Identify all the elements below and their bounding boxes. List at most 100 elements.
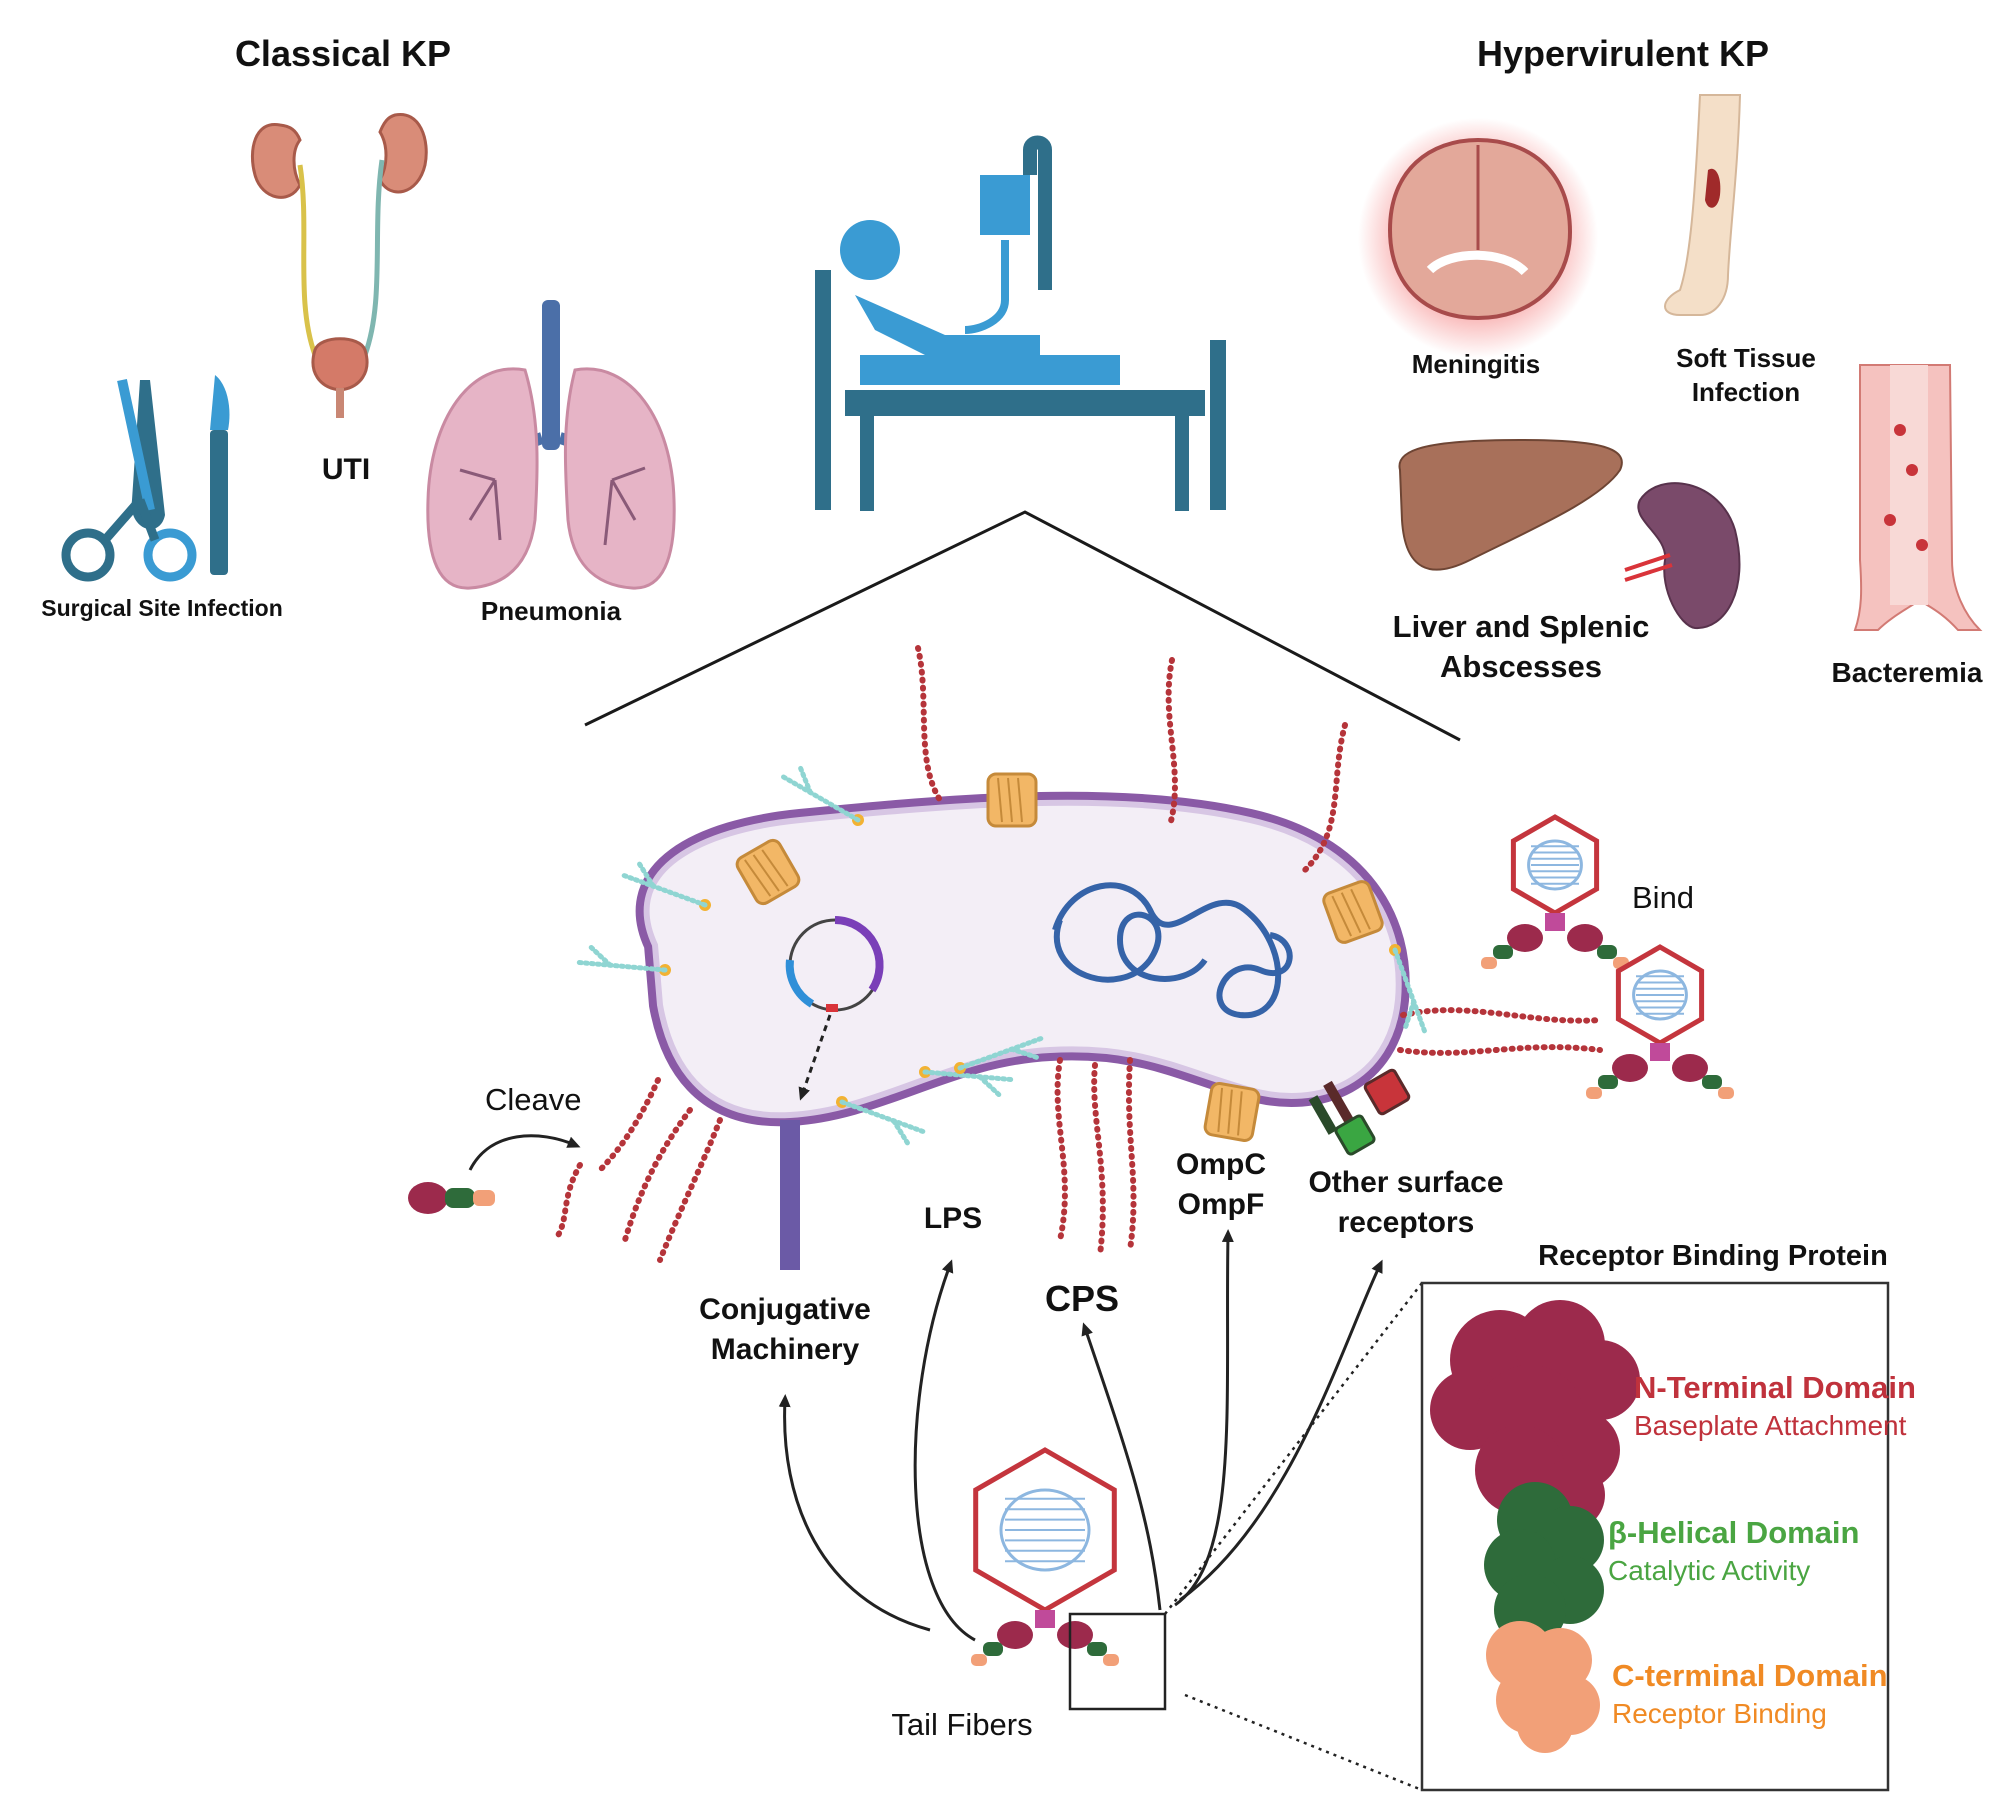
lps-molecule	[954, 1034, 1048, 1074]
lps-branch	[586, 942, 613, 968]
lps-molecule	[1389, 944, 1429, 1038]
bound-phage-2	[1586, 944, 1734, 1099]
zoom-dotted-line-bottom	[1184, 1693, 1423, 1792]
c-terminal-blob	[1517, 1697, 1573, 1753]
tail-fiber-n	[997, 1621, 1033, 1649]
phage-genome	[1527, 839, 1583, 891]
lps-chain	[777, 772, 861, 823]
capsule-chain	[1054, 1057, 1068, 1243]
cleave-label: Cleave	[485, 1082, 582, 1117]
lps-chain	[1392, 947, 1429, 1038]
tail-fiber-c	[1586, 1087, 1602, 1099]
capsule-chain	[1397, 1044, 1603, 1056]
omp-label: OmpC OmpF	[1176, 1148, 1266, 1221]
tail-fiber-c	[1481, 957, 1497, 969]
spleen-icon	[1624, 482, 1741, 630]
tail-fiber-c	[1103, 1654, 1119, 1666]
classical-kp-heading: Classical KP	[234, 33, 452, 74]
kidneys-urinary-tract-icon	[251, 113, 428, 418]
lps-chain	[617, 871, 708, 908]
lps-chain	[839, 1099, 930, 1136]
tail-fiber-n	[1672, 1054, 1708, 1082]
cleaved-rbp-icon	[408, 1182, 495, 1214]
lungs-icon	[426, 300, 676, 590]
surgical-site-label: Surgical Site Infection	[41, 595, 283, 621]
other-surface-receptor-icon	[1308, 1068, 1411, 1156]
leg-soft-tissue-icon	[1664, 94, 1742, 316]
tail-fiber-n	[1057, 1621, 1093, 1649]
zoom-lines	[584, 510, 1461, 742]
bind-label: Bind	[1632, 880, 1695, 915]
pneumonia-label: Pneumonia	[480, 596, 622, 626]
tail-fiber-beta	[1087, 1642, 1107, 1656]
receptor-binding-protein-structure	[1430, 1300, 1640, 1753]
rbp-heading: Receptor Binding Protein	[1538, 1240, 1888, 1272]
tail-fiber-n	[1612, 1054, 1648, 1082]
capsule-chain	[915, 645, 943, 803]
porin-strand	[1227, 1089, 1233, 1134]
porin-icon	[1322, 880, 1384, 944]
tail-fiber-c	[1718, 1087, 1734, 1099]
soft-tissue-label: Soft Tissue Infection	[1676, 343, 1816, 407]
phage-tail	[1650, 1043, 1670, 1061]
tail-fiber-beta	[983, 1642, 1003, 1656]
receptor-arrows	[778, 1229, 1383, 1642]
surgical-tools-icon	[61, 375, 230, 582]
domain-title: N-Terminal Domain	[1634, 1370, 1916, 1405]
porin-strand	[1237, 1091, 1243, 1136]
phage-tail	[1035, 1610, 1055, 1628]
domain-title: β-Helical Domain	[1608, 1515, 1860, 1550]
lps-chain	[922, 1069, 1018, 1083]
capsule-chain	[1125, 1057, 1137, 1253]
porin-strand	[997, 777, 1003, 823]
tail-fibers-label: Tail Fibers	[891, 1707, 1033, 1742]
tail-fiber-c	[971, 1654, 987, 1666]
lps-branch	[1402, 999, 1417, 1032]
tail-fiber-n	[1567, 924, 1603, 952]
phage-tail	[1545, 913, 1565, 931]
porin-group	[735, 772, 1384, 1143]
hypervirulent-kp-heading: Hypervirulent KP	[1476, 33, 1770, 74]
cps-label: CPS	[1044, 1278, 1120, 1319]
tail-fiber-n	[1507, 924, 1543, 952]
domain-title: C-terminal Domain	[1612, 1658, 1888, 1693]
lps-branch	[796, 762, 813, 795]
lps-molecule	[572, 942, 671, 976]
capsule-chain	[552, 1162, 583, 1243]
phage-group	[971, 814, 1734, 1666]
lps-branch	[977, 1074, 1004, 1100]
porin-strand	[1217, 1087, 1224, 1133]
tail-fiber-beta	[1598, 1075, 1618, 1089]
porin-barrel	[1322, 880, 1384, 944]
porin-strand	[1331, 895, 1353, 937]
capsule-chain	[1165, 657, 1178, 828]
bound-phage-1	[1481, 814, 1629, 969]
porin-barrel	[735, 838, 801, 906]
porin-strand	[1350, 888, 1371, 930]
abscess-label: Liver and Splenic Abscesses	[1392, 609, 1650, 684]
zoom-dotted-line-top	[1164, 1282, 1423, 1615]
porin-strand	[1017, 777, 1023, 823]
lps-molecule	[617, 858, 711, 911]
uti-label: UTI	[321, 453, 371, 486]
tail-fiber-beta	[1702, 1075, 1722, 1089]
meningitis-label: Meningitis	[1411, 349, 1541, 379]
capsule-chain	[657, 1117, 723, 1263]
porin-strand	[752, 854, 780, 892]
phage-genome	[999, 1488, 1091, 1572]
tail-fiber-zoom-box	[1068, 1612, 1167, 1711]
domain-subtitle: Receptor Binding	[1612, 1698, 1827, 1729]
domain-subtitle: Catalytic Activity	[1608, 1555, 1811, 1586]
porin-icon	[986, 772, 1038, 828]
tail-fiber-beta	[1493, 945, 1513, 959]
liver-icon	[1398, 438, 1623, 571]
lps-branch	[891, 1118, 912, 1149]
lps-branch	[1009, 1046, 1042, 1061]
porin-strand	[761, 849, 789, 887]
porin-strand	[1007, 777, 1013, 823]
lps-chain	[957, 1034, 1048, 1071]
